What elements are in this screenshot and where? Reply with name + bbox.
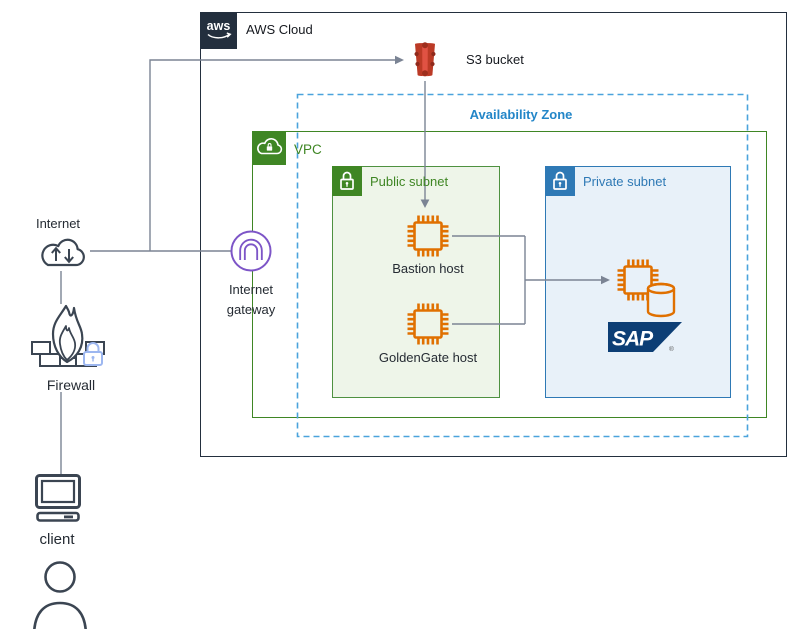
svg-text:®: ® — [669, 345, 674, 352]
internet-gateway-label-line2: gateway — [226, 302, 276, 317]
private-subnet-group — [545, 166, 731, 398]
private-subnet-label: Private subnet — [583, 174, 667, 189]
public-subnet-label: Public subnet — [370, 174, 449, 189]
goldengate-host-ec2-icon — [407, 303, 449, 345]
s3-bucket-label: S3 bucket — [466, 52, 524, 67]
person-icon — [33, 561, 87, 629]
s3-bucket-icon — [414, 42, 436, 77]
bastion-host-ec2-icon — [407, 215, 449, 257]
svg-text:aws: aws — [207, 19, 231, 33]
private-subnet-lock-icon — [545, 166, 575, 196]
internet-gateway-label: Internet gateway — [227, 280, 275, 320]
internet-cloud-icon — [41, 238, 85, 267]
bastion-host-label: Bastion host — [392, 261, 464, 276]
svg-text:SAP: SAP — [612, 328, 654, 351]
public-subnet-group — [332, 166, 500, 398]
availability-zone-label: Availability Zone — [469, 107, 573, 122]
sap-logo: SAP ® — [608, 322, 682, 352]
arrowhead-to-bastion — [420, 199, 430, 208]
arrowhead-to-sap — [601, 275, 610, 285]
aws-logo-icon: aws — [200, 12, 237, 49]
internet-to-s3-line — [149, 59, 396, 251]
database-icon — [646, 282, 676, 318]
sap-instance-ec2-icon — [617, 259, 659, 301]
client-label: client — [39, 531, 75, 548]
aws-cloud-group — [200, 12, 787, 457]
goldengate-host-label: GoldenGate host — [378, 350, 478, 365]
firewall-label: Firewall — [46, 377, 96, 393]
internet-gateway-icon — [230, 230, 272, 272]
internet-gateway-label-line1: Internet — [228, 282, 274, 297]
availability-zone-border — [296, 93, 749, 438]
firewall-icon — [31, 304, 105, 367]
aws-cloud-label: AWS Cloud — [246, 22, 313, 37]
public-subnet-lock-icon — [332, 166, 362, 196]
client-monitor-icon — [35, 474, 81, 522]
internet-label: Internet — [35, 216, 81, 231]
hosts-to-sap-lines — [452, 235, 602, 325]
vpc-label: VPC — [294, 142, 322, 157]
vpc-group — [252, 131, 767, 418]
arrowhead-to-s3 — [395, 55, 404, 65]
vpc-icon — [252, 131, 286, 165]
